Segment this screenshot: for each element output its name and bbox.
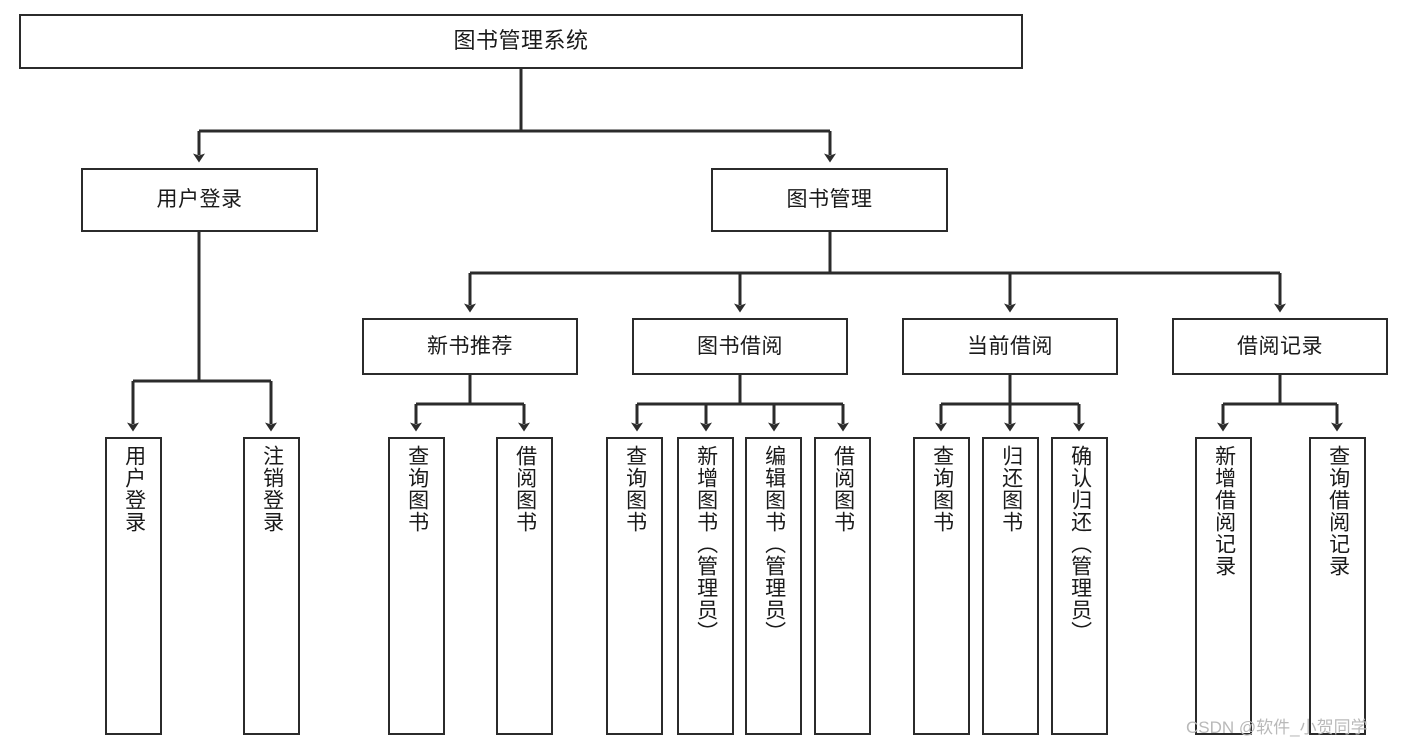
- node-user-login-label: 用户登录: [156, 188, 243, 212]
- node-root[interactable]: 图书管理系统: [19, 14, 1023, 69]
- node-borrow-record-label: 借阅记录: [1237, 334, 1323, 358]
- node-root-label: 图书管理系统: [453, 28, 589, 54]
- leaf-query-borrow-record[interactable]: 查询借阅记录: [1309, 437, 1366, 735]
- leaf-borrow-book-borrow-label: 借阅图书: [831, 445, 855, 533]
- leaf-add-borrow-record[interactable]: 新增借阅记录: [1195, 437, 1252, 735]
- leaf-return-book-label: 归还图书: [999, 445, 1023, 533]
- node-borrow-record[interactable]: 借阅记录: [1172, 318, 1388, 375]
- leaf-borrow-book-borrow[interactable]: 借阅图书: [814, 437, 871, 735]
- leaf-user-login-label: 用户登录: [122, 445, 146, 533]
- leaf-add-borrow-record-label: 新增借阅记录: [1212, 445, 1236, 577]
- leaf-logout-login[interactable]: 注销登录: [243, 437, 300, 735]
- leaf-query-book-current[interactable]: 查询图书: [913, 437, 970, 735]
- node-new-book-recommend[interactable]: 新书推荐: [362, 318, 578, 375]
- leaf-user-login[interactable]: 用户登录: [105, 437, 162, 735]
- leaf-query-book-borrow-label: 查询图书: [623, 445, 647, 533]
- leaf-edit-book-admin-label: 编辑图书（管理员）: [762, 445, 786, 643]
- node-book-manage[interactable]: 图书管理: [711, 168, 948, 232]
- leaf-borrow-book-recommend[interactable]: 借阅图书: [496, 437, 553, 735]
- csdn-watermark: CSDN @软件_小贺同学: [1186, 718, 1368, 737]
- leaf-add-book-admin-label: 新增图书（管理员）: [694, 445, 718, 643]
- node-book-borrow[interactable]: 图书借阅: [632, 318, 848, 375]
- node-book-manage-label: 图书管理: [786, 188, 873, 212]
- leaf-logout-login-label: 注销登录: [260, 445, 284, 533]
- node-current-borrow-label: 当前借阅: [967, 334, 1053, 358]
- leaf-edit-book-admin[interactable]: 编辑图书（管理员）: [745, 437, 802, 735]
- leaf-return-book[interactable]: 归还图书: [982, 437, 1039, 735]
- leaf-query-book-recommend[interactable]: 查询图书: [388, 437, 445, 735]
- leaf-add-book-admin[interactable]: 新增图书（管理员）: [677, 437, 734, 735]
- leaf-query-borrow-record-label: 查询借阅记录: [1326, 445, 1350, 577]
- leaf-confirm-return-admin[interactable]: 确认归还（管理员）: [1051, 437, 1108, 735]
- node-new-book-recommend-label: 新书推荐: [427, 334, 513, 358]
- leaf-query-book-borrow[interactable]: 查询图书: [606, 437, 663, 735]
- leaf-query-book-current-label: 查询图书: [930, 445, 954, 533]
- leaf-query-book-recommend-label: 查询图书: [405, 445, 429, 533]
- node-current-borrow[interactable]: 当前借阅: [902, 318, 1118, 375]
- node-book-borrow-label: 图书借阅: [697, 334, 783, 358]
- leaf-confirm-return-admin-label: 确认归还（管理员）: [1068, 445, 1092, 643]
- node-user-login[interactable]: 用户登录: [81, 168, 318, 232]
- leaf-borrow-book-recommend-label: 借阅图书: [513, 445, 537, 533]
